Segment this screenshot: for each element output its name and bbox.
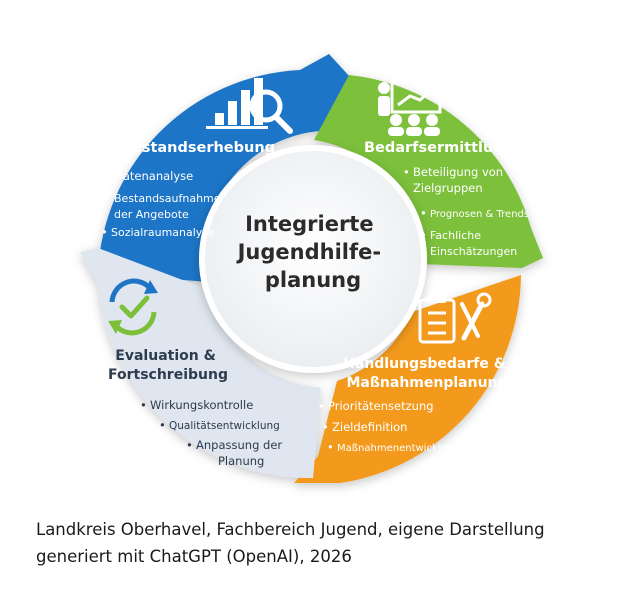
- list-item: Planung: [218, 454, 264, 468]
- list-item: Prognosen & Trends: [430, 209, 529, 220]
- list-item: Wirkungskontrolle: [150, 398, 253, 412]
- list-item: Prioritätensetzung: [328, 399, 434, 413]
- list-item: •: [140, 398, 147, 412]
- planning-cycle-diagram: Integrierte Jugendhilfe- planung: [80, 54, 543, 483]
- clipboard-tools-icon: [418, 292, 492, 344]
- list-item: Maßnahmenentwicklung: [337, 443, 460, 454]
- segment-title-handlungsbedarfe: Handlungsbedarfe & Maßnahmenplanung: [343, 356, 511, 391]
- segment-bestandserhebung: [98, 54, 350, 282]
- list-item: Beteiligung von: [413, 165, 503, 179]
- segment-handlungsbedarfe: [294, 275, 521, 483]
- refresh-check-icon: [108, 278, 158, 336]
- segment-title-evaluation: Evaluation & Fortschreibung: [108, 348, 228, 383]
- center-circle: [199, 145, 427, 373]
- bar-chart-magnifier-icon: [206, 78, 293, 134]
- list-item: Einschätzungen: [430, 245, 517, 258]
- list-item: •: [327, 440, 334, 454]
- list-item: Fachliche: [430, 229, 481, 242]
- bullet-list-evaluation: • Wirkungskontrolle • Qualitätsentwicklu…: [140, 398, 282, 468]
- list-item: Bestandsaufnahme: [114, 192, 221, 205]
- list-item: Qualitätsentwicklung: [169, 420, 280, 432]
- segment-title-bedarfsermittlung: Bedarfsermittlung: [364, 140, 514, 156]
- center-title: Integrierte Jugendhilfe- planung: [236, 212, 389, 292]
- segment-title-bestandserhebung: Bestandserhebung: [121, 140, 275, 156]
- presentation-audience-icon: [378, 80, 442, 136]
- caption-line-1: Landkreis Oberhavel, Fachbereich Jugend,…: [36, 520, 545, 539]
- bullet-list-handlungsbedarfe: • Prioritätensetzung • Zieldefinition • …: [318, 399, 460, 454]
- list-item: •: [104, 169, 111, 183]
- list-item: Anpassung der: [196, 438, 282, 452]
- caption-line-2: generiert mit ChatGPT (OpenAI), 2026: [36, 547, 352, 566]
- list-item: Zieldefinition: [332, 420, 407, 434]
- list-item: Sozialraumanalyse: [111, 226, 215, 239]
- list-item: •: [186, 438, 193, 452]
- bullet-list-bestandserhebung: • Datenanalyse • Bestandsaufnahme der An…: [101, 169, 221, 239]
- image-caption: Landkreis Oberhavel, Fachbereich Jugend,…: [36, 516, 626, 570]
- list-item: •: [420, 228, 427, 242]
- list-item: •: [318, 399, 325, 413]
- list-item: •: [101, 225, 108, 239]
- list-item: •: [420, 206, 427, 220]
- list-item: •: [403, 165, 410, 179]
- list-item: •: [159, 418, 166, 432]
- list-item: •: [104, 191, 111, 205]
- list-item: Datenanalyse: [114, 169, 193, 183]
- list-item: Zielgruppen: [413, 181, 483, 195]
- bullet-list-bedarfsermittlung: • Beteiligung von Zielgruppen • Prognose…: [403, 165, 529, 258]
- list-item: der Angebote: [114, 208, 189, 221]
- cycle-graphic: Integrierte Jugendhilfe- planung: [80, 54, 543, 483]
- list-item: •: [322, 420, 329, 434]
- segment-bedarfsermittlung: [314, 75, 543, 268]
